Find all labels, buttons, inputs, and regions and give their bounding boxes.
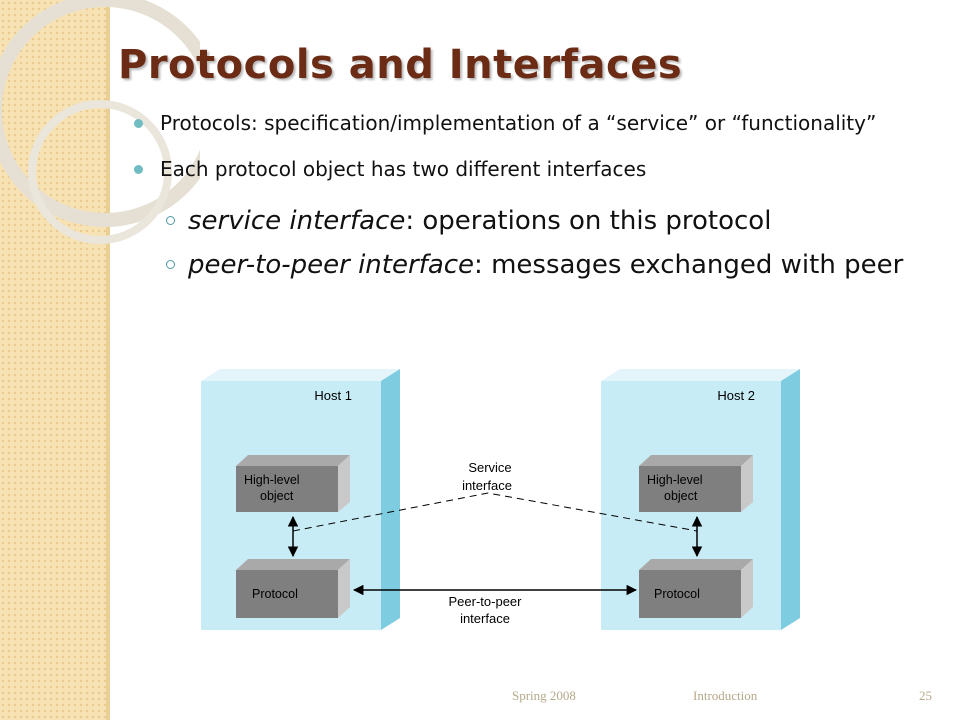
box-front-face bbox=[236, 570, 338, 618]
bullet-item: Protocols: specification/implementation … bbox=[130, 110, 930, 136]
host-1-side-face bbox=[381, 369, 400, 630]
host-2-label: Host 2 bbox=[717, 388, 755, 403]
footer-topic: Introduction bbox=[693, 688, 758, 703]
bullet-text: Protocols: specification/implementation … bbox=[160, 111, 877, 135]
sub-bullet-text: : messages exchanged with peer bbox=[474, 250, 904, 280]
sub-bullet-term: service interface bbox=[188, 206, 406, 236]
sub-bullet-ring-icon bbox=[166, 216, 175, 225]
host-1-top-face bbox=[201, 369, 400, 381]
high-level-label-line2: object bbox=[260, 489, 294, 503]
service-interface-dashed-line bbox=[292, 492, 698, 532]
box-side-face bbox=[741, 559, 753, 618]
box-front-face bbox=[639, 570, 741, 618]
peer-to-peer-label-line1: Peer-to-peer bbox=[449, 594, 523, 609]
bullet-text: Each protocol object has two different i… bbox=[160, 157, 647, 181]
sub-bullet-text: : operations on this protocol bbox=[405, 206, 772, 236]
protocol-label: Protocol bbox=[252, 587, 298, 601]
box-side-face bbox=[338, 455, 350, 512]
bullet-dot-icon bbox=[134, 119, 143, 128]
sub-bullet-ring-icon bbox=[166, 260, 175, 269]
peer-to-peer-label-line2: interface bbox=[460, 611, 510, 626]
sub-bullet-term: peer-to-peer interface bbox=[188, 250, 475, 280]
decorative-ring-large bbox=[0, 0, 200, 227]
bullet-dot-icon bbox=[134, 165, 143, 174]
high-level-label-line1: High-level bbox=[244, 473, 300, 487]
host-2-protocol-box: Protocol bbox=[639, 559, 753, 618]
service-interface-label-line1: Service bbox=[468, 460, 511, 475]
sub-bullet-item: service interface: operations on this pr… bbox=[130, 202, 930, 240]
host-2-top-face bbox=[601, 369, 800, 381]
high-level-label-line2: object bbox=[664, 489, 698, 503]
decorative-circles bbox=[0, 0, 200, 244]
host-1-label: Host 1 bbox=[314, 388, 352, 403]
box-top-face bbox=[236, 559, 350, 570]
slide-title: Protocols and Interfaces bbox=[118, 42, 683, 88]
protocol-label: Protocol bbox=[654, 587, 700, 601]
bullet-item: Each protocol object has two different i… bbox=[130, 156, 930, 182]
high-level-label-line1: High-level bbox=[647, 473, 703, 487]
box-front-face bbox=[639, 466, 741, 512]
service-interface-label-line2: interface bbox=[462, 478, 512, 493]
sub-bullet-item: peer-to-peer interface: messages exchang… bbox=[130, 246, 930, 284]
box-top-face bbox=[639, 455, 753, 466]
host-2-side-face bbox=[781, 369, 800, 630]
bullet-list: Protocols: specification/implementation … bbox=[130, 110, 930, 290]
host-1-protocol-box: Protocol bbox=[236, 559, 350, 618]
footer-page-number: 25 bbox=[919, 688, 932, 703]
box-front-face bbox=[236, 466, 338, 512]
decorative-ring-small bbox=[28, 100, 172, 244]
box-side-face bbox=[338, 559, 350, 618]
box-top-face bbox=[639, 559, 753, 570]
box-top-face bbox=[236, 455, 350, 466]
footer-term: Spring 2008 bbox=[512, 688, 576, 703]
side-band-edge bbox=[106, 0, 110, 720]
host-1-high-level-object: High-level object bbox=[236, 455, 350, 512]
host-2-high-level-object: High-level object bbox=[639, 455, 753, 512]
box-side-face bbox=[741, 455, 753, 512]
